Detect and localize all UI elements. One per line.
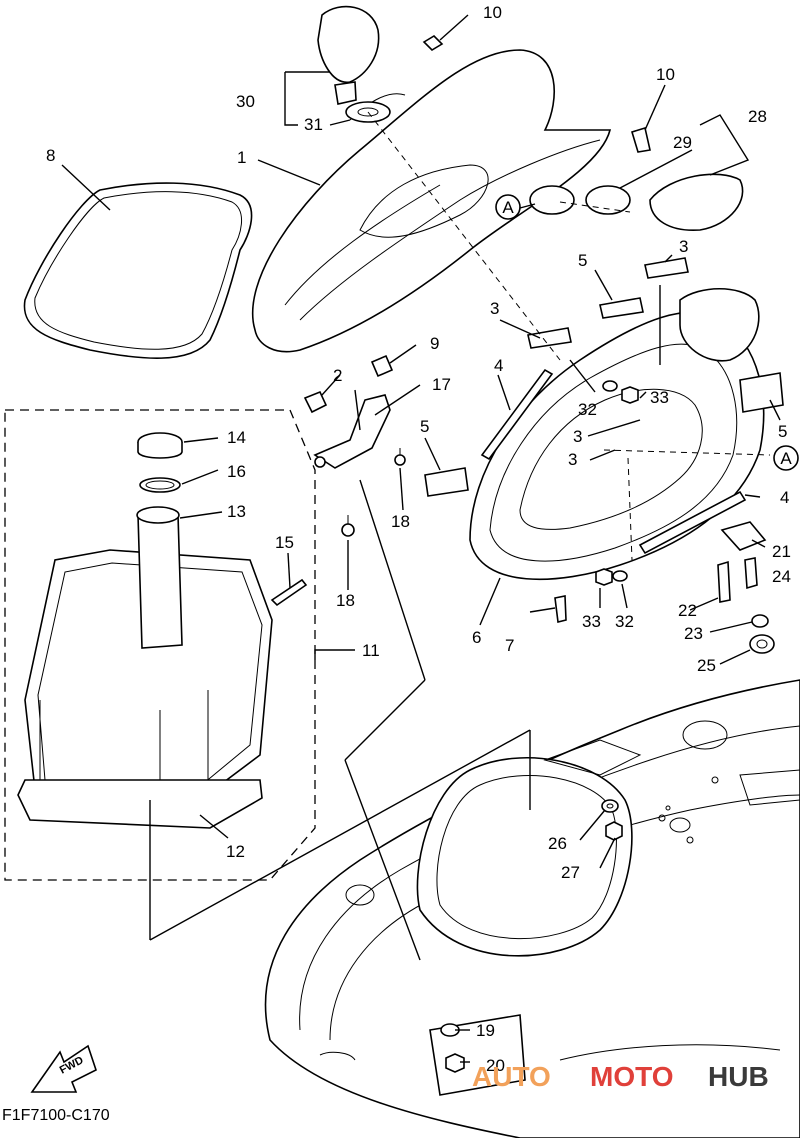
hood-cover xyxy=(251,49,612,353)
callout-20: 20 xyxy=(486,1056,505,1075)
callout-14: 14 xyxy=(227,428,246,447)
washer-23 xyxy=(751,614,769,628)
seal-8 xyxy=(23,182,253,359)
storage-tray xyxy=(469,287,765,581)
gasket-29a xyxy=(529,185,575,215)
watermark-text: AUTO MOTO HUB xyxy=(472,1061,769,1092)
svg-text:A: A xyxy=(502,198,514,217)
callout-32: 32 xyxy=(615,612,634,631)
callout-3: 3 xyxy=(568,450,577,469)
callout-31: 31 xyxy=(304,115,323,134)
nut-27 xyxy=(605,821,623,841)
bucket-assembly-frame xyxy=(4,409,316,881)
marker-a-right: A xyxy=(773,445,799,471)
washer-32b xyxy=(602,380,618,392)
callout-32: 32 xyxy=(578,400,597,419)
callout-4: 4 xyxy=(780,488,789,507)
callout-11: 11 xyxy=(362,641,380,660)
callout-6: 6 xyxy=(472,628,481,647)
decal-5b xyxy=(424,467,469,497)
callout-labels: 1 2 3 3 3 3 4 4 5 5 5 6 7 8 9 10 10 11 1… xyxy=(46,3,791,1075)
decal-4a xyxy=(480,368,554,461)
svg-text:A: A xyxy=(780,449,792,468)
rivet-7 xyxy=(554,595,567,623)
figure-code: F1F7100-C170 xyxy=(2,1107,110,1124)
clip-10b xyxy=(631,126,651,153)
oring-16 xyxy=(139,477,181,493)
callout-9: 9 xyxy=(430,334,439,353)
hull-deck xyxy=(264,679,800,1138)
washer-32a xyxy=(612,570,628,582)
screw-18b xyxy=(341,515,355,537)
callout-21: 21 xyxy=(772,542,791,561)
bolt-24 xyxy=(744,557,758,590)
callout-5: 5 xyxy=(778,422,787,441)
clip-10a xyxy=(422,34,444,52)
nut-20 xyxy=(445,1053,465,1073)
callout-17: 17 xyxy=(432,375,451,394)
callout-4: 4 xyxy=(494,356,503,375)
decal-3b xyxy=(527,327,572,349)
nut-33b xyxy=(621,386,639,404)
dashed-guide-lines xyxy=(367,111,771,561)
callout-5: 5 xyxy=(420,417,429,436)
callout-30: 30 xyxy=(236,92,255,111)
callout-15: 15 xyxy=(275,533,294,552)
gasket-29b xyxy=(585,185,631,215)
callout-25: 25 xyxy=(697,656,716,675)
callout-10: 10 xyxy=(483,3,502,22)
seal-12 xyxy=(17,779,263,829)
callout-26: 26 xyxy=(548,834,567,853)
callout-8: 8 xyxy=(46,146,55,165)
callout-3: 3 xyxy=(679,237,688,256)
knob-30 xyxy=(317,5,380,105)
hinge-17 xyxy=(313,394,391,469)
callout-3: 3 xyxy=(490,299,499,318)
bolt-22 xyxy=(717,560,731,603)
callout-16: 16 xyxy=(227,462,246,481)
callout-13: 13 xyxy=(227,502,246,521)
fwd-arrow: FWD xyxy=(30,1044,97,1093)
callout-33: 33 xyxy=(650,388,669,407)
cap-14 xyxy=(137,432,183,459)
callout-2: 2 xyxy=(333,366,342,385)
decal-5a xyxy=(599,297,644,319)
callout-10: 10 xyxy=(656,65,675,84)
watermark-moto: MOTO xyxy=(590,1061,673,1092)
marker-a-top: A xyxy=(495,194,521,220)
callout-27: 27 xyxy=(561,863,580,882)
callout-3: 3 xyxy=(573,427,582,446)
screw-18a xyxy=(394,448,406,466)
callout-33: 33 xyxy=(582,612,601,631)
decal-3a xyxy=(644,257,689,279)
mirror-cover-28 xyxy=(649,173,744,231)
nut-33a xyxy=(595,568,613,586)
tube-13 xyxy=(136,506,183,649)
washer-26 xyxy=(601,799,619,813)
screw-15 xyxy=(270,578,308,607)
bracket-21 xyxy=(720,521,767,551)
callout-1: 1 xyxy=(237,148,246,167)
callout-18: 18 xyxy=(336,591,355,610)
callout-28: 28 xyxy=(748,107,767,126)
callout-23: 23 xyxy=(684,624,703,643)
callout-18: 18 xyxy=(391,512,410,531)
watermark-auto: AUTO xyxy=(472,1061,551,1092)
callout-29: 29 xyxy=(673,133,692,152)
watermark-hub: HUB xyxy=(708,1061,769,1092)
callout-7: 7 xyxy=(505,636,514,655)
grommet-25 xyxy=(749,634,775,654)
callout-19: 19 xyxy=(476,1021,495,1040)
callout-24: 24 xyxy=(772,567,791,586)
decal-5c xyxy=(739,372,784,413)
decal-4b xyxy=(638,490,747,555)
callout-12: 12 xyxy=(226,842,245,861)
callout-5: 5 xyxy=(578,251,587,270)
leader-lines xyxy=(61,14,781,1063)
grommet-9 xyxy=(370,354,394,378)
grommet-2 xyxy=(303,390,328,414)
callout-22: 22 xyxy=(678,601,697,620)
